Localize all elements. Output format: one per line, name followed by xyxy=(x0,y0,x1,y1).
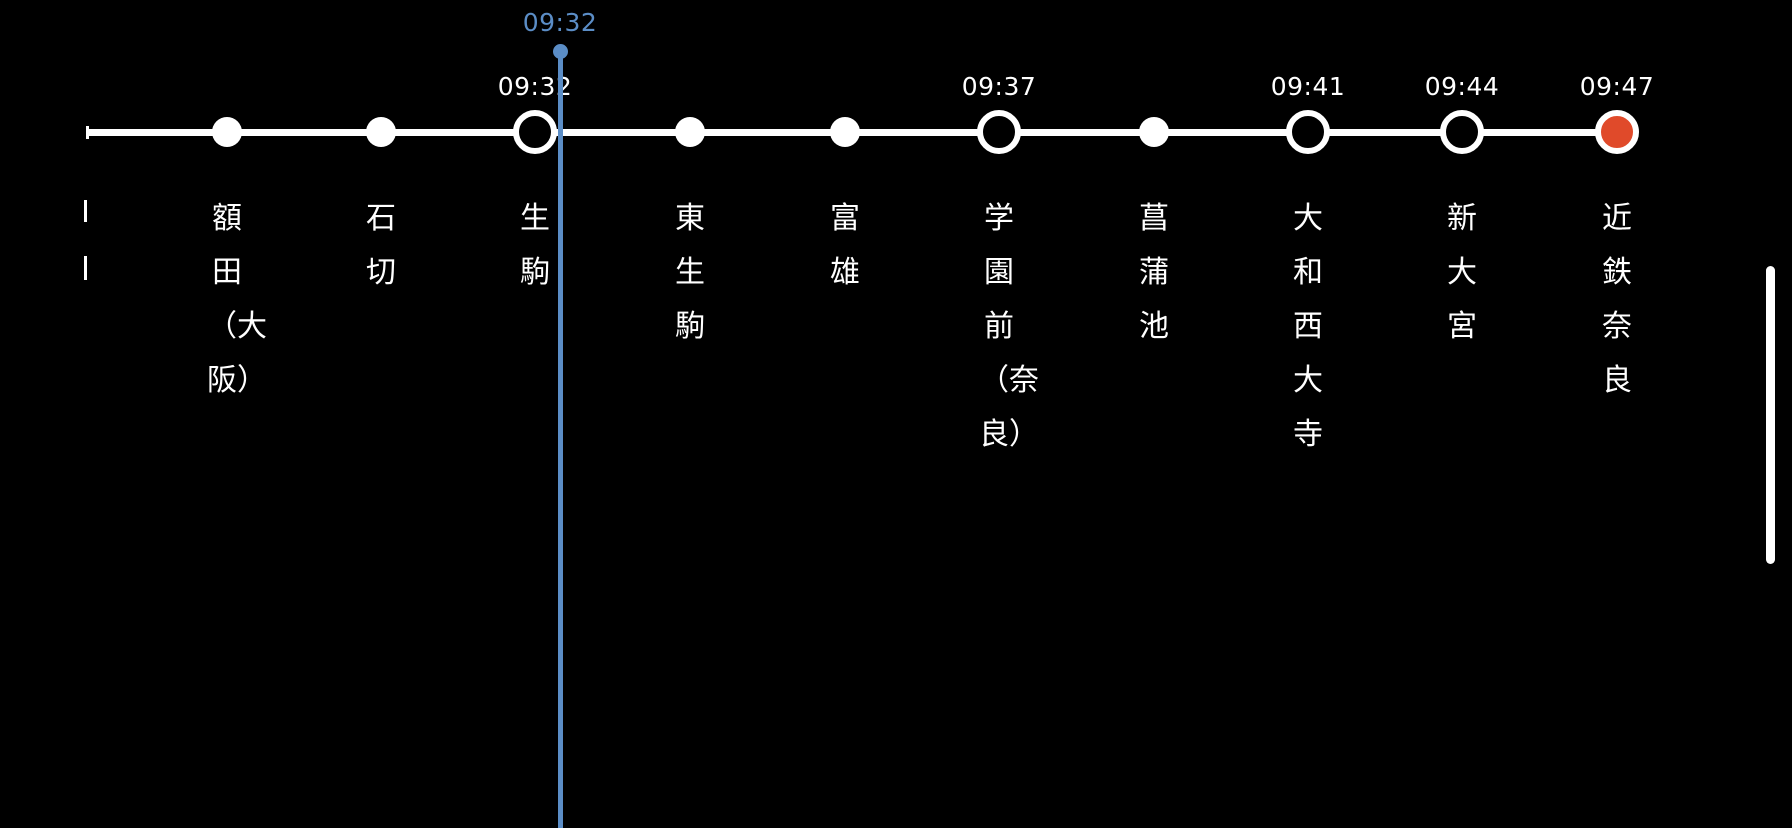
station-time: 09:47 xyxy=(1579,72,1655,101)
station-tomio[interactable]: 富雄 xyxy=(805,0,885,828)
station-name: 生駒 xyxy=(520,201,550,290)
vertical-scrollbar[interactable] xyxy=(1766,266,1775,564)
station-marker xyxy=(830,117,860,147)
station-time: 09:37 xyxy=(961,72,1037,101)
station-name: 学園前（奈良） xyxy=(979,201,1039,452)
station-name: 石切 xyxy=(366,201,396,290)
station-marker xyxy=(212,117,242,147)
station-ikoma[interactable]: 09:32 生駒 xyxy=(495,0,575,828)
station-higashi-ikoma[interactable]: 東生駒 xyxy=(650,0,730,828)
station-marker xyxy=(1139,117,1169,147)
station-name: 菖蒲池 xyxy=(1139,201,1169,344)
station-ayameike[interactable]: 菖蒲池 xyxy=(1114,0,1194,828)
station-yamato-saidaiji[interactable]: 09:41 大和西大寺 xyxy=(1268,0,1348,828)
station-kintetsu-nara[interactable]: 09:47 近鉄奈良 xyxy=(1577,0,1657,828)
route-line xyxy=(86,129,1638,136)
station-gakuemmae[interactable]: 09:37 学園前（奈良） xyxy=(959,0,1039,828)
station-name: 額田（大阪） xyxy=(207,201,267,398)
route-line-start xyxy=(86,126,89,139)
station-time: 09:44 xyxy=(1424,72,1500,101)
station-name: 大和西大寺 xyxy=(1293,201,1323,452)
station-marker xyxy=(366,117,396,147)
station-marker xyxy=(977,110,1021,154)
current-time-indicator[interactable] xyxy=(558,50,563,828)
current-time-handle[interactable] xyxy=(553,44,568,59)
destination-marker xyxy=(1595,110,1639,154)
station-ishikiri[interactable]: 石切 xyxy=(341,0,421,828)
current-time-label: 09:32 xyxy=(522,8,598,37)
station-name: 近鉄奈良 xyxy=(1602,201,1632,398)
station-nukata[interactable]: 額田（大阪） xyxy=(187,0,267,828)
station-marker xyxy=(1440,110,1484,154)
station-marker xyxy=(513,110,557,154)
station-name: 新大宮 xyxy=(1447,201,1477,344)
station-shin-omiya[interactable]: 09:44 新大宮 xyxy=(1422,0,1502,828)
station-marker xyxy=(675,117,705,147)
station-marker xyxy=(1286,110,1330,154)
station-time: 09:41 xyxy=(1270,72,1346,101)
station-name: 東生駒 xyxy=(675,201,705,344)
offscreen-station-label-fragment xyxy=(84,196,88,280)
station-name: 富雄 xyxy=(830,201,860,290)
